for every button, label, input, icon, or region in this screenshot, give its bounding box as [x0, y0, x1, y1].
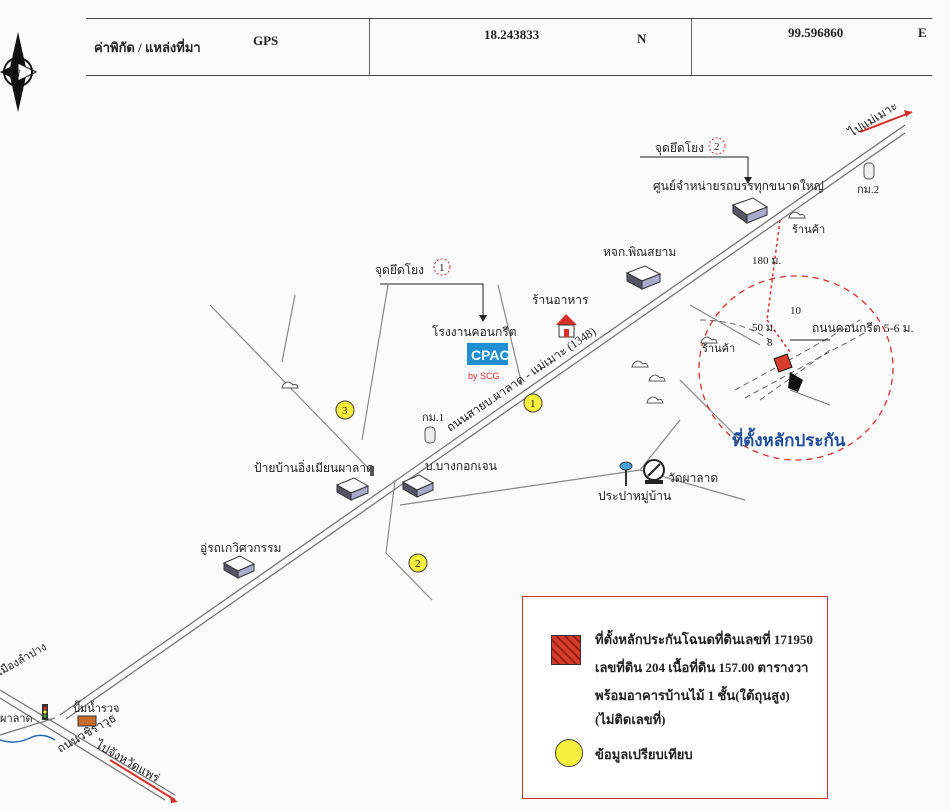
coord-source: GPS [253, 33, 279, 48]
legend-line-1: ที่ตั้งหลักประกันโฉนดที่ดินเลขที่ 171950 [595, 632, 813, 647]
svg-text:1: 1 [530, 398, 536, 410]
hardware-store-label: หจก.พิณสยาม [603, 245, 676, 259]
tree-icon [788, 211, 806, 219]
legend-line-4: (ไม่ติดเลขที่) [595, 712, 666, 727]
tree-icon [700, 336, 718, 344]
left-dest-lampang: เมืองลำปาง [0, 640, 49, 678]
ref-point-2-label: จุดยึดโยง [655, 141, 704, 156]
concrete-road-label: ถนนคอนกรีต 5-6 ม. [812, 321, 914, 335]
distance-10: 10 [790, 305, 802, 317]
km2-label: กม.2 [857, 184, 879, 196]
hardware-store-building-icon [625, 265, 662, 290]
compass-letter: N [12, 68, 21, 80]
legend-line-3: พร้อมอาคารบ้านไม้ 1 ชั้น(ใต้ถุนสูง) [595, 688, 790, 703]
svg-text:3: 3 [342, 405, 348, 417]
river-icon [0, 734, 56, 743]
coordinate-header: ค่าพิกัด / แหล่งที่มา GPS 18.243833 N 99… [86, 18, 932, 76]
construction-center-building-icon [731, 197, 769, 224]
legend-comparison-swatch [555, 739, 583, 767]
village-house-label: บ.บางกอกเจน [425, 459, 497, 473]
village-house-building-icon [401, 474, 435, 498]
cpac-factory-label: โรงงานคอนกรีต [432, 325, 517, 339]
distance-8: 8 [767, 337, 773, 349]
shop-2-label: ร้านค้า [702, 343, 735, 355]
legend-line-2: เลขที่ดิน 204 เนื้อที่ดิน 157.00 ตารางวา [595, 660, 809, 675]
km1-marker-icon [424, 426, 436, 444]
svg-text:2: 2 [415, 558, 421, 570]
side-roads [209, 284, 761, 601]
temple-label: วัดผาลาด [668, 471, 718, 485]
collateral-plot-marker [773, 353, 793, 373]
longitude-direction: E [918, 25, 927, 40]
construction-center-label: ศูนย์จำหน่ายรถบรรทุกขนาดใหญ่ [653, 179, 824, 194]
svg-text:CPAC: CPAC [471, 347, 510, 363]
shop-1-label: ร้านค้า [792, 224, 825, 236]
comparison-point-1: 1 [523, 393, 543, 413]
km2-marker-icon [863, 162, 875, 180]
distance-50: 50 ม. [752, 322, 776, 334]
garage-building-icon [222, 555, 256, 579]
concrete-road [699, 319, 871, 401]
collateral-location-title: ที่ตั้งหลักประกัน [732, 427, 846, 450]
distance-180: 180 ม. [752, 255, 782, 267]
restaurant-house-icon [556, 314, 577, 338]
garage-label: อู่รถเกวิศวกรรม [200, 541, 281, 556]
svg-text:by SCG: by SCG [468, 371, 500, 381]
coord-label: ค่าพิกัด / แหล่งที่มา [94, 40, 201, 55]
gas-station-icon [77, 715, 97, 727]
comparison-point-3: 3 [335, 400, 355, 420]
north-arrow-icon: N [0, 32, 38, 112]
traffic-light-icon [42, 704, 48, 720]
village-building-icon [335, 477, 370, 501]
map-legend: ที่ตั้งหลักประกันโฉนดที่ดินเลขที่ 171950… [522, 596, 828, 799]
cpac-logo: CPAC by SCG [467, 343, 510, 381]
restaurant-label: ร้านอาหาร [532, 293, 589, 307]
temple-icon [643, 459, 665, 484]
latitude-direction: N [637, 31, 647, 46]
km1-label: กม.1 [422, 412, 444, 424]
latitude-value: 18.243833 [484, 27, 540, 42]
distance-lines [766, 219, 791, 353]
water-tower-icon [619, 461, 633, 486]
collateral-area-circle [698, 275, 894, 461]
bottom-road [0, 689, 176, 801]
ref-point-2-num: 2 [714, 141, 720, 153]
ref-point-1-num: 1 [439, 262, 445, 274]
tree-icons [281, 360, 666, 404]
legend-comparison-label: ข้อมูลเปรียบเทียบ [595, 747, 693, 762]
comparison-point-2: 2 [408, 553, 428, 573]
ref-point-1-label: จุดยึดโยง [375, 263, 424, 278]
longitude-value: 99.596860 [788, 25, 844, 40]
main-highway [59, 124, 906, 720]
left-dest-phalat: ผาลาด [0, 713, 33, 725]
gas-station-label: ปั๊มน้ำรวจ [73, 700, 119, 715]
collateral-house-icon [788, 372, 803, 392]
legend-collateral-swatch [551, 635, 581, 665]
water-supply-label: ประปาหมู่บ้าน [598, 489, 671, 504]
dest-arrow-icon [859, 111, 913, 133]
village-sign-label: ป้ายบ้านอิ่งเมียนผาลาด [254, 459, 374, 475]
